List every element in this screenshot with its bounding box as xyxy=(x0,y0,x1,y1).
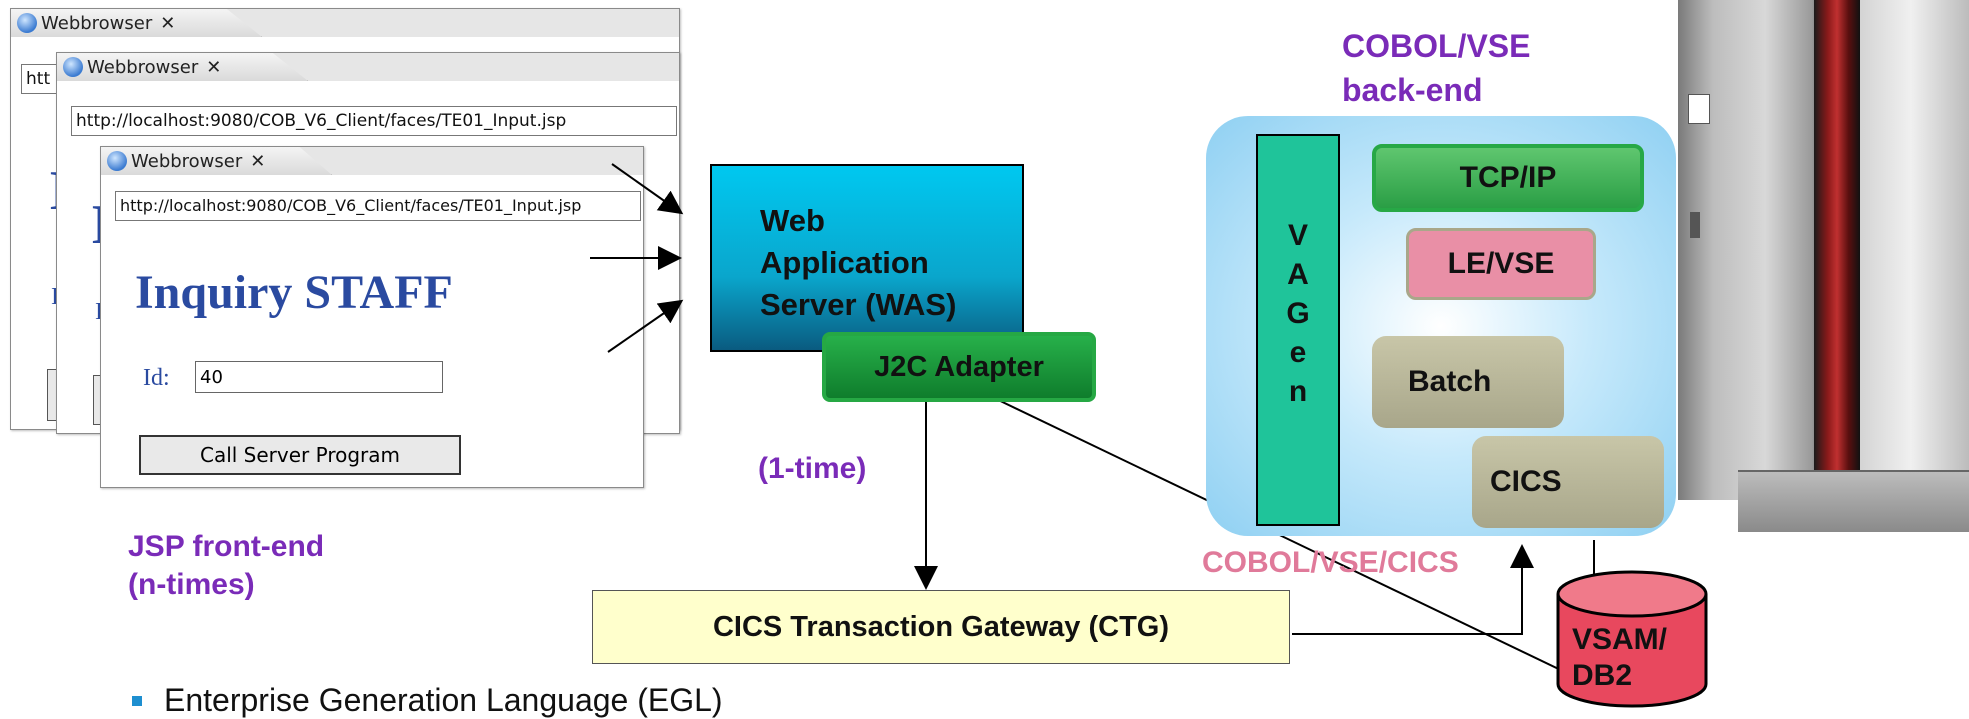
vsam-db2-label: VSAM/ DB2 xyxy=(1572,622,1667,694)
browser-window-front: Webbrowser ✕ http://localhost:9080/COB_V… xyxy=(100,146,644,488)
mainframe-badge xyxy=(1688,94,1710,124)
tcpip-box: TCP/IP xyxy=(1372,144,1644,212)
bullet-text: Enterprise Generation Language (EGL) xyxy=(164,682,723,718)
levse-box: LE/VSE xyxy=(1406,228,1596,300)
url-bar[interactable]: http://localhost:9080/COB_V6_Client/face… xyxy=(71,106,677,136)
was-line-3: Server (WAS) xyxy=(760,287,957,322)
vagen-letter: G xyxy=(1286,297,1310,330)
vagen-letter: V xyxy=(1287,219,1308,252)
cobol-backend-line-2: back-end xyxy=(1342,72,1483,108)
globe-icon xyxy=(17,13,37,33)
mainframe-server-image xyxy=(1678,0,1969,532)
tab-label: Webbrowser xyxy=(87,56,199,78)
vsam-db2-cylinder: VSAM/ DB2 xyxy=(1556,570,1708,710)
cics-box: CICS xyxy=(1472,436,1664,528)
was-line-1: Web xyxy=(760,203,825,238)
call-server-program-button[interactable]: Call Server Program xyxy=(139,435,461,475)
tab-label: Webbrowser xyxy=(131,150,243,172)
globe-icon xyxy=(63,57,83,77)
cobol-vse-cics-label: COBOL/VSE/CICS xyxy=(1202,546,1459,579)
mainframe-handle xyxy=(1690,212,1700,238)
close-icon[interactable]: ✕ xyxy=(160,12,176,34)
vagen-letter: A xyxy=(1287,258,1309,291)
vsam-line-2: DB2 xyxy=(1572,659,1633,692)
mainframe-door-stripe xyxy=(1814,0,1860,520)
vsam-line-1: VSAM/ xyxy=(1572,623,1668,656)
was-line-2: Application xyxy=(760,245,929,280)
url-bar[interactable]: http://localhost:9080/COB_V6_Client/face… xyxy=(115,191,641,221)
mainframe-base xyxy=(1738,470,1969,532)
was-label: Web Application Server (WAS) xyxy=(760,200,956,326)
globe-icon xyxy=(107,151,127,171)
id-label-fragment: I xyxy=(95,299,103,325)
j2c-adapter-box: J2C Adapter xyxy=(822,332,1096,402)
one-time-label: (1-time) xyxy=(758,452,867,485)
web-application-server-box: Web Application Server (WAS) xyxy=(710,164,1024,352)
browser-tab[interactable]: Webbrowser ✕ xyxy=(101,147,332,175)
ctg-box: CICS Transaction Gateway (CTG) xyxy=(592,590,1290,664)
jsp-frontend-label: JSP front-end (n-times) xyxy=(128,528,324,604)
page-title: Inquiry STAFF xyxy=(135,266,453,319)
browser-tab[interactable]: Webbrowser ✕ xyxy=(57,53,308,81)
browser-tab[interactable]: Webbrowser ✕ xyxy=(11,9,262,37)
jsp-frontend-line-1: JSP front-end xyxy=(128,530,325,563)
cobol-backend-line-1: COBOL/VSE xyxy=(1342,28,1531,64)
tab-label: Webbrowser xyxy=(41,12,153,34)
id-label: Id: xyxy=(143,365,170,391)
id-label-fragment: I xyxy=(51,284,59,310)
bullet-square xyxy=(132,696,142,706)
jsp-frontend-line-2: (n-times) xyxy=(128,568,255,601)
batch-box: Batch xyxy=(1372,336,1564,428)
vagen-letter: e xyxy=(1289,336,1307,369)
id-input[interactable]: 40 xyxy=(195,361,443,393)
vagen-bar: V A G e n xyxy=(1256,134,1340,526)
close-icon[interactable]: ✕ xyxy=(250,150,266,172)
cobol-backend-label: COBOL/VSE back-end xyxy=(1342,24,1530,112)
vagen-letter: n xyxy=(1288,375,1308,408)
close-icon[interactable]: ✕ xyxy=(206,56,222,78)
cylinder-shape xyxy=(1556,570,1708,708)
